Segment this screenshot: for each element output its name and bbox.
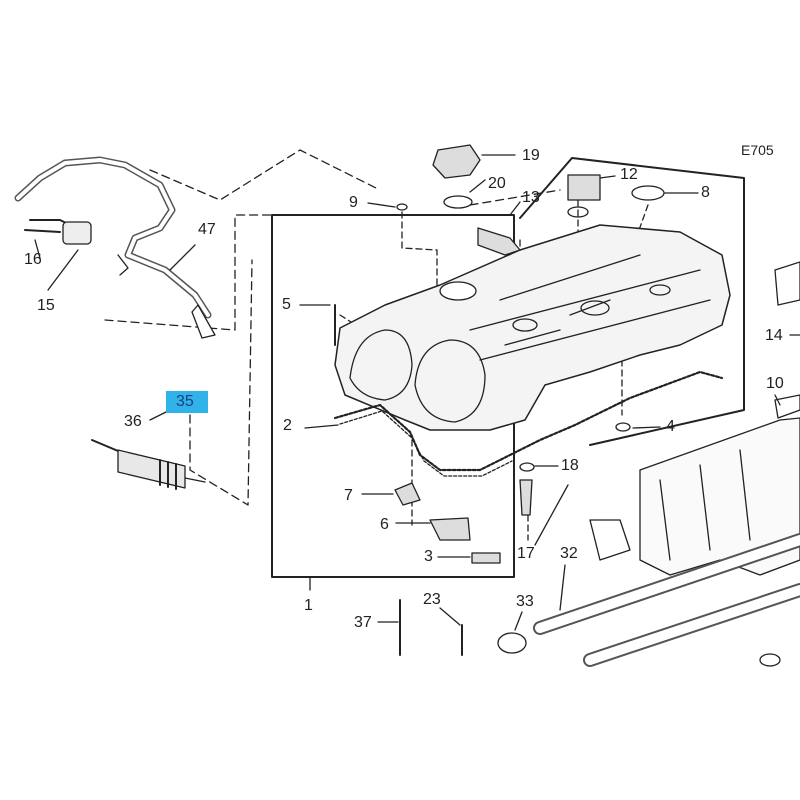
head-cover-14: [775, 262, 800, 305]
callout-19: 19: [522, 147, 540, 164]
pcv-hose-clip: [118, 255, 128, 275]
bracket-7: [395, 483, 420, 505]
leader-12: [600, 176, 615, 178]
callout-36: 36: [124, 413, 142, 430]
callout-37: 37: [354, 614, 372, 631]
cover-gasket-inner: [340, 411, 512, 476]
dashed-leader-47: [105, 215, 300, 330]
stud-3: [472, 553, 500, 563]
callout-10: 10: [766, 375, 784, 392]
vent-bolt: [25, 230, 60, 232]
cover-boss-2: [513, 319, 537, 331]
bracket-18-pipe: [590, 520, 630, 560]
callout-17: 17: [517, 545, 535, 562]
dashed-leader-20: [470, 190, 560, 205]
cover-boss-1: [581, 301, 609, 315]
pcv-hose-main-inner: [18, 160, 208, 315]
valve-cover-dome-1: [350, 330, 412, 400]
sensor-17: [520, 480, 532, 515]
callout-16: 16: [24, 251, 42, 268]
callout-1: 1: [304, 597, 313, 614]
camshaft-seal-33: [498, 633, 526, 653]
leader-15: [48, 250, 78, 290]
camshaft-sensor: [568, 175, 600, 200]
leader-13: [510, 202, 520, 215]
washer-4: [616, 423, 630, 431]
callout-32: 32: [560, 545, 578, 562]
camshaft-upper-inner: [540, 540, 800, 628]
filler-cap-seal: [444, 196, 472, 208]
figure-code: E705: [741, 142, 774, 158]
cylinder-head: [640, 418, 800, 575]
callout-18: 18: [561, 457, 579, 474]
leader-33: [515, 612, 522, 630]
washer-18: [520, 463, 534, 471]
vent-valve-body: [63, 222, 91, 244]
solenoid-pin: [185, 478, 205, 482]
sensor-o-ring: [568, 207, 588, 217]
leader-32: [560, 565, 565, 610]
callout-4: 4: [666, 418, 675, 435]
valve-cover-dome-2: [415, 340, 485, 422]
bracket-6: [430, 518, 470, 540]
solenoid-coil: [160, 460, 176, 489]
callout-2: 2: [283, 417, 292, 434]
callout-23: 23: [423, 591, 441, 608]
callout-14: 14: [765, 327, 783, 344]
callout-3: 3: [424, 548, 433, 565]
camshaft-lower-inner: [590, 590, 800, 660]
callout-20: 20: [488, 175, 506, 192]
solenoid-body: [118, 450, 185, 488]
highlight-box: 35: [166, 391, 208, 413]
pcv-hose-end: [192, 305, 215, 338]
callout-9: 9: [349, 194, 358, 211]
callout-6: 6: [380, 516, 389, 533]
leader-4: [633, 427, 660, 428]
head-pan-10: [775, 395, 800, 418]
cover-grommet: [632, 186, 664, 200]
callout-35: 35: [176, 393, 194, 410]
callout-13: 13: [522, 189, 540, 206]
leader-10: [775, 395, 780, 405]
callout-7: 7: [344, 487, 353, 504]
pcv-valve-13: [478, 228, 520, 255]
leader-23: [440, 608, 460, 625]
dashed-leader-35: [190, 260, 252, 505]
callout-33: 33: [516, 593, 534, 610]
leader-47: [170, 245, 195, 270]
cover-boss-3: [650, 285, 670, 295]
leader-17: [535, 485, 568, 545]
cover-gasket: [335, 372, 722, 470]
valve-cover-ribs: [470, 255, 710, 360]
leader-9: [368, 203, 395, 207]
callout-47: 47: [198, 221, 216, 238]
callout-15: 15: [37, 297, 55, 314]
callout-8: 8: [701, 184, 710, 201]
valve-cover-body: [335, 225, 730, 430]
head-plug: [760, 654, 780, 666]
leader-2: [305, 425, 338, 428]
cover-outline-box: [520, 158, 744, 445]
callout-5: 5: [282, 296, 291, 313]
leader-16-15: [35, 240, 40, 258]
leader-20: [470, 180, 485, 192]
washer-9: [397, 204, 407, 210]
callout-12: 12: [620, 166, 638, 183]
dashed-leader-hose: [150, 150, 380, 200]
oil-filler-cap: [433, 145, 480, 178]
oil-filler-neck: [440, 282, 476, 300]
head-cross-rib: [660, 450, 750, 560]
